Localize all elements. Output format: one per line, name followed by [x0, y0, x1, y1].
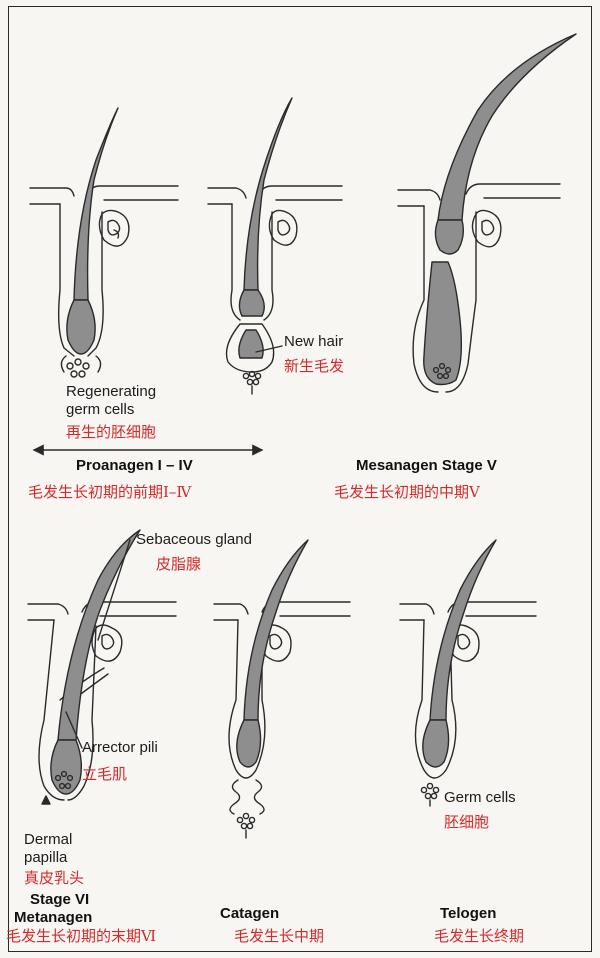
sebaceous-gland-1 — [98, 209, 130, 247]
follicle-sheath-4 — [38, 619, 65, 801]
dermal-papilla-marker — [41, 795, 51, 805]
telogen-title-cn: 毛发生长终期 — [434, 927, 525, 945]
hair-shaft-2 — [243, 97, 293, 291]
regenerating-germ-cells-cn: 再生的胚细胞 — [66, 423, 157, 441]
regenerating-germ-cells-label-1: Regenerating — [66, 383, 157, 400]
sebaceous-gland-4 — [91, 624, 123, 662]
stage-vi-label: Stage VI — [30, 891, 90, 908]
new-hair-cn: 新生毛发 — [284, 357, 345, 375]
follicle-sheath-1 — [57, 203, 75, 357]
sebaceous-gland-2 — [268, 209, 298, 246]
germ-cells-label: Germ cells — [444, 789, 516, 806]
follicle-sheath-6 — [414, 619, 457, 779]
germ-cells-cn: 胚细胞 — [444, 813, 490, 831]
epithelial-strand — [229, 779, 241, 815]
catagen-title: Catagen — [220, 905, 280, 922]
proanagen-title: Proanagen I – IV — [76, 457, 193, 474]
regenerating-germ-cells-label-2: germ cells — [66, 401, 135, 418]
arrector-pili-label: Arrector pili — [82, 739, 158, 756]
mesanagen-follicle — [397, 33, 577, 393]
skin-surface-1a — [29, 187, 75, 197]
metanagen-title-cn: 毛发生长初期的末期Ⅵ — [6, 927, 157, 945]
new-hair-follicle — [207, 97, 343, 395]
hair-shaft-1 — [73, 107, 119, 301]
hair-shaft-5 — [243, 539, 309, 721]
hair-shaft-6 — [429, 539, 497, 721]
proanagen-follicle — [29, 107, 179, 378]
telogen-follicle — [399, 539, 537, 807]
dermal-papilla-label-1: Dermal — [24, 831, 73, 848]
catagen-title-cn: 毛发生长中期 — [234, 927, 325, 945]
skin-surface-1c — [85, 185, 179, 197]
dermal-papilla-cn: 真皮乳头 — [24, 869, 85, 887]
dermal-papilla-label-2: papilla — [24, 849, 68, 866]
follicle-sheath-3 — [412, 205, 439, 393]
catagen-follicle — [213, 539, 351, 839]
mesanagen-title: Mesanagen Stage V — [356, 457, 497, 474]
telogen-title: Telogen — [440, 905, 497, 922]
sebaceous-gland-3 — [471, 209, 502, 248]
new-hair-label: New hair — [284, 333, 344, 350]
proanagen-title-cn: 毛发生长初期的前期Ⅰ–Ⅳ — [28, 483, 192, 501]
mesanagen-title-cn: 毛发生长初期的中期Ⅴ — [334, 483, 480, 501]
sebaceous-gland-cn: 皮脂腺 — [156, 555, 202, 573]
follicle-sheath-5 — [228, 619, 266, 779]
hair-shaft-4 — [57, 529, 141, 741]
arrector-pili-cn: 立毛肌 — [82, 765, 128, 783]
metanagen-follicle — [27, 529, 177, 805]
follicle-sheath-2 — [230, 203, 241, 321]
hair-shaft-3 — [437, 33, 577, 221]
sebaceous-gland-label: Sebaceous gland — [136, 531, 252, 548]
figure-border — [8, 6, 592, 952]
hair-bulb-1 — [66, 299, 96, 355]
metanagen-title: Metanagen — [14, 909, 93, 926]
